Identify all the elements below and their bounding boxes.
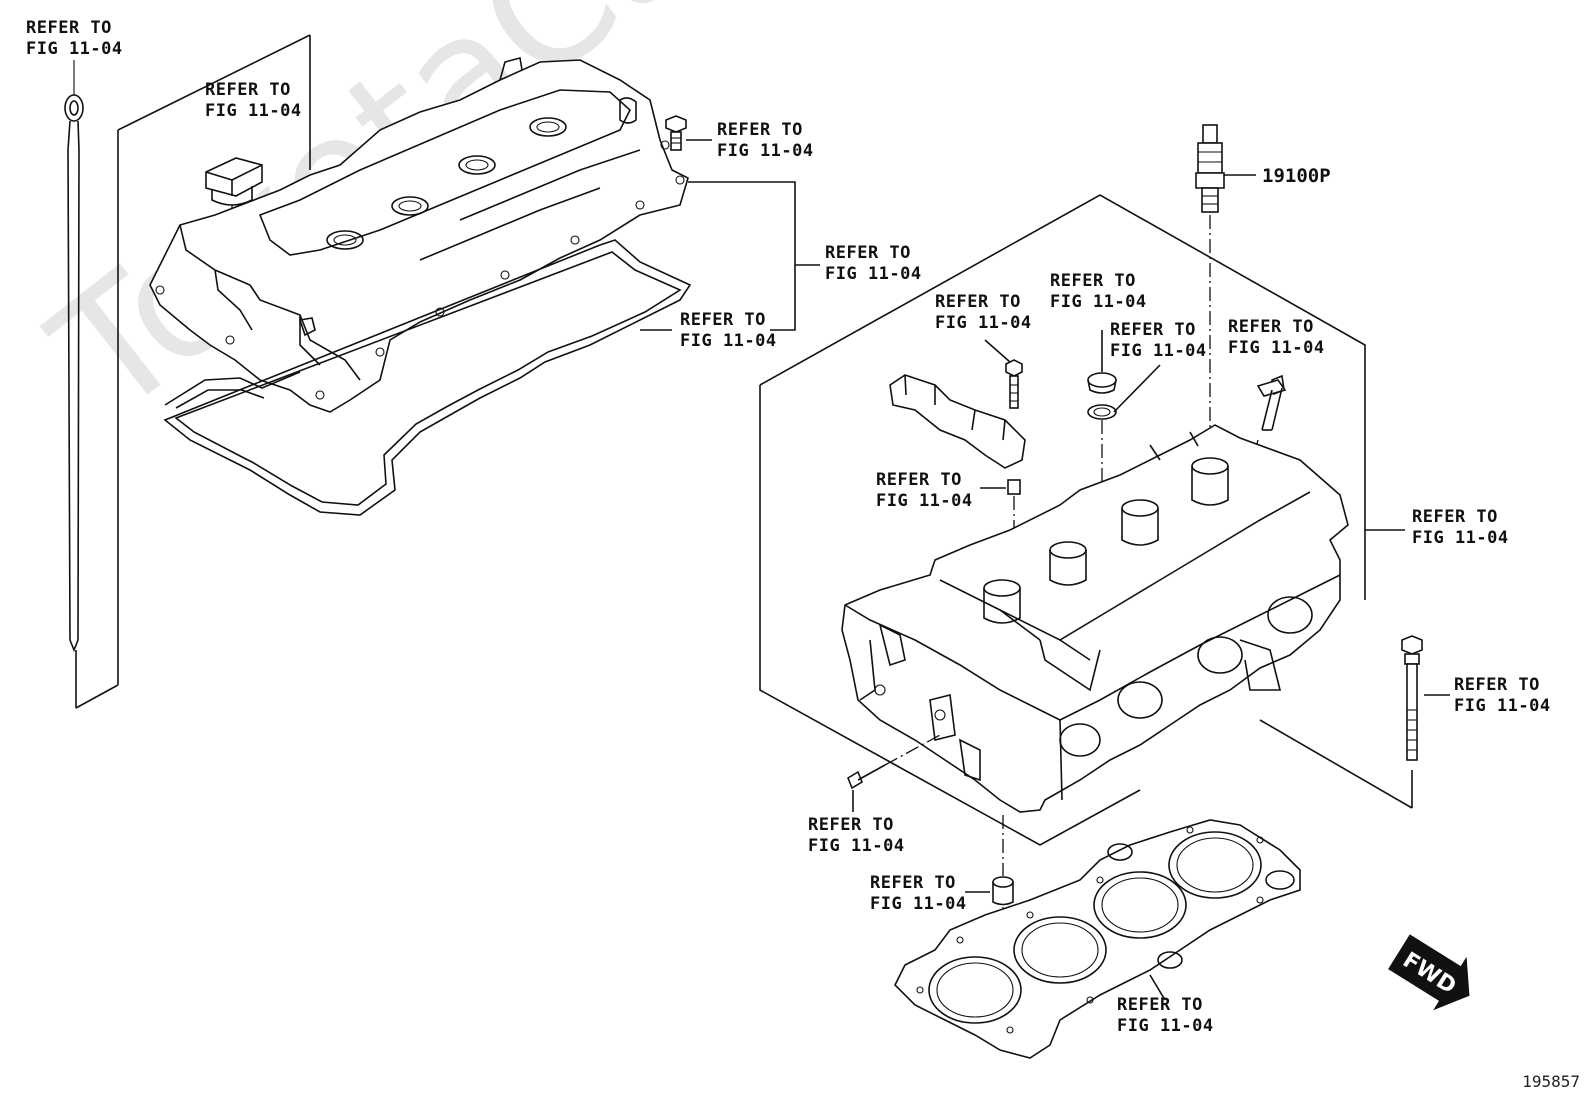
cylinder-head-gasket xyxy=(894,819,1301,1059)
cylinder-head xyxy=(841,424,1349,813)
fwd-arrow-icon: FWD xyxy=(1388,934,1470,1011)
oil-dipstick xyxy=(64,60,84,653)
cover-group-frame xyxy=(75,34,311,709)
head-group-frame xyxy=(759,194,1413,846)
side-stud xyxy=(847,734,941,812)
valve-cover-gasket xyxy=(163,239,692,516)
camshaft-bearing-cap xyxy=(889,374,1026,469)
spark-plug xyxy=(1195,124,1256,460)
part-number-19100p: 19100P xyxy=(1262,165,1331,187)
valve-cover xyxy=(149,57,689,413)
cap-bolt xyxy=(984,339,1023,409)
cover-bolt xyxy=(665,115,687,151)
head-bolt xyxy=(1401,635,1450,761)
oil-filler-cap xyxy=(205,157,263,225)
diagram-number: 195857 xyxy=(1522,1072,1580,1091)
